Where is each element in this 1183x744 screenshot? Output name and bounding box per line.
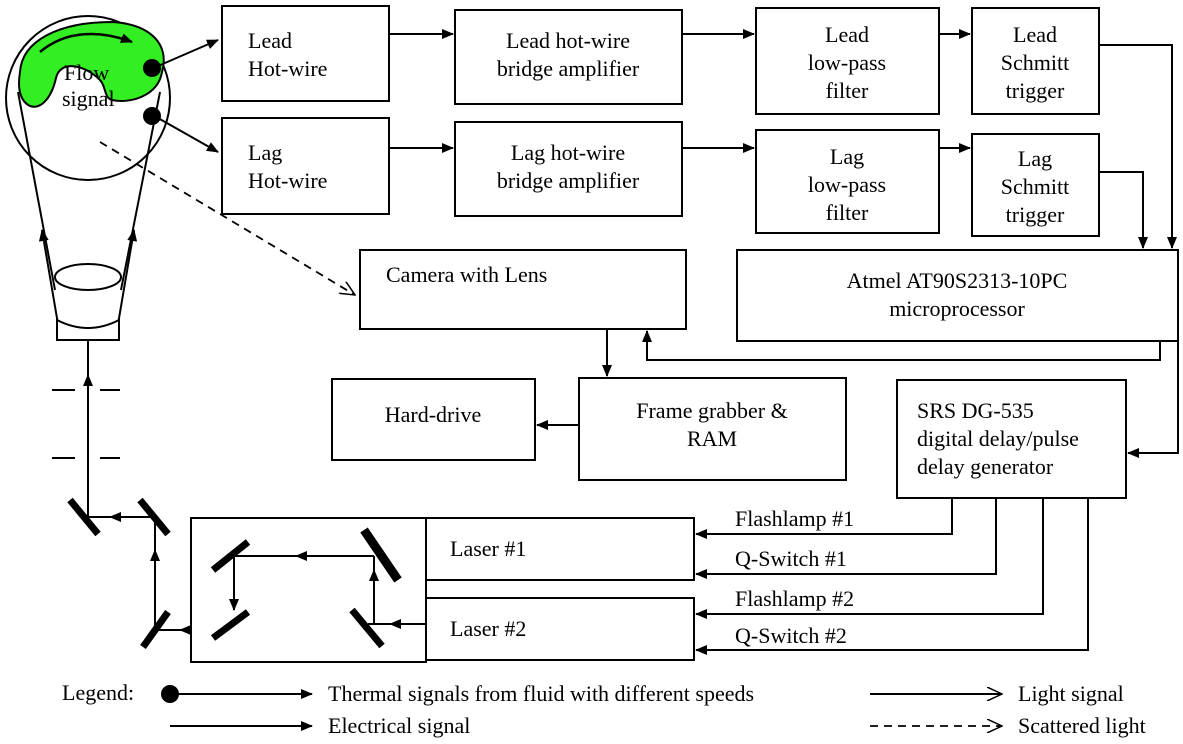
frame-grabber-line1: Frame grabber & bbox=[636, 398, 788, 423]
lead-schmitt-box: Lead Schmitt trigger bbox=[971, 7, 1100, 115]
scattered-light-arrow bbox=[99, 141, 355, 295]
microprocessor-box: Atmel AT90S2313-10PC microprocessor bbox=[736, 249, 1179, 342]
lead-schmitt-line1: Lead bbox=[1013, 22, 1057, 47]
frame-grabber-box: Frame grabber & RAM bbox=[578, 377, 847, 481]
lead-schmitt-line2: Schmitt bbox=[1001, 50, 1069, 75]
microprocessor-line1: Atmel AT90S2313-10PC bbox=[847, 268, 1068, 293]
concave-lens-icon bbox=[56, 318, 120, 341]
legend-light: Light signal bbox=[1018, 681, 1124, 706]
lead-schmitt-line3: trigger bbox=[1006, 78, 1065, 103]
lag-lowpass-line2: low-pass bbox=[808, 172, 886, 197]
lead-lowpass-line3: filter bbox=[826, 78, 869, 103]
laser2-box: Laser #2 bbox=[425, 597, 695, 661]
flashlamp1-label: Flashlamp #1 bbox=[735, 506, 854, 531]
camera-box: Camera with Lens bbox=[359, 249, 687, 330]
lead-probe-arrow bbox=[157, 39, 219, 67]
lead-bridge-line2: bridge amplifier bbox=[497, 56, 640, 81]
delay-generator-line1: SRS DG-535 bbox=[917, 398, 1034, 423]
flow-label-line1: Flow bbox=[64, 60, 109, 85]
lag-schmitt-line1: Lag bbox=[1018, 146, 1052, 171]
lag-hotwire-box: Lag Hot-wire bbox=[221, 117, 390, 215]
lead-hotwire-box: Lead Hot-wire bbox=[221, 5, 390, 102]
lag-lowpass-box: Lag low-pass filter bbox=[755, 129, 940, 234]
lead-lowpass-box: Lead low-pass filter bbox=[755, 7, 940, 115]
legend-thermal: Thermal signals from fluid with differen… bbox=[328, 681, 754, 706]
flow-label-line2: signal bbox=[62, 86, 115, 111]
legend: Legend: Thermal signals from fluid with … bbox=[62, 680, 1146, 738]
hard-drive-label: Hard-drive bbox=[385, 402, 482, 427]
legend-title: Legend: bbox=[62, 680, 134, 705]
lag-schmitt-line2: Schmitt bbox=[1001, 174, 1069, 199]
flow-direction-arrow bbox=[39, 32, 133, 53]
lag-schmitt-line3: trigger bbox=[1006, 202, 1065, 227]
lead-probe-dot bbox=[143, 59, 161, 77]
flow-optics: Flow signal bbox=[5, 15, 228, 650]
qswitch1-label: Q-Switch #1 bbox=[735, 546, 847, 571]
legend-electrical: Electrical signal bbox=[328, 713, 470, 738]
camera-label: Camera with Lens bbox=[386, 262, 547, 287]
lag-probe-dot bbox=[143, 107, 161, 125]
lead-lowpass-line1: Lead bbox=[825, 22, 869, 47]
qswitch2-label: Q-Switch #2 bbox=[735, 623, 847, 648]
lead-bridge-line1: Lead hot-wire bbox=[506, 28, 630, 53]
hard-drive-box: Hard-drive bbox=[331, 378, 536, 461]
lag-probe-arrow bbox=[157, 117, 219, 153]
lag-bridge-line2: bridge amplifier bbox=[497, 168, 640, 193]
lens-icon bbox=[54, 263, 122, 291]
lag-hotwire-line1: Lag bbox=[248, 140, 282, 165]
legend-scattered: Scattered light bbox=[1018, 713, 1146, 738]
laser2-label: Laser #2 bbox=[450, 616, 526, 641]
lead-bridge-box: Lead hot-wire bridge amplifier bbox=[454, 9, 683, 105]
lag-bridge-line1: Lag hot-wire bbox=[511, 140, 625, 165]
frame-grabber-line2: RAM bbox=[687, 426, 737, 451]
laser-enclosure bbox=[190, 517, 427, 663]
lag-hotwire-line2: Hot-wire bbox=[248, 168, 327, 193]
lag-lowpass-line1: Lag bbox=[830, 144, 864, 169]
microprocessor-line2: microprocessor bbox=[889, 296, 1025, 321]
laser1-box: Laser #1 bbox=[425, 517, 695, 581]
lag-schmitt-box: Lag Schmitt trigger bbox=[971, 133, 1100, 237]
lead-hotwire-line2: Hot-wire bbox=[248, 56, 327, 81]
lag-lowpass-line3: filter bbox=[826, 200, 869, 225]
laser1-label: Laser #1 bbox=[450, 536, 526, 561]
mirror-1 bbox=[67, 497, 101, 537]
delay-generator-box: SRS DG-535 digital delay/pulse delay gen… bbox=[896, 379, 1127, 499]
lag-bridge-box: Lag hot-wire bridge amplifier bbox=[454, 121, 683, 217]
thermal-legend-dot bbox=[161, 685, 179, 703]
flashlamp2-label: Flashlamp #2 bbox=[735, 586, 854, 611]
lead-hotwire-line1: Lead bbox=[248, 28, 292, 53]
lead-lowpass-line2: low-pass bbox=[808, 50, 886, 75]
delay-generator-line3: delay generator bbox=[917, 454, 1054, 479]
delay-generator-line2: digital delay/pulse bbox=[917, 426, 1079, 451]
